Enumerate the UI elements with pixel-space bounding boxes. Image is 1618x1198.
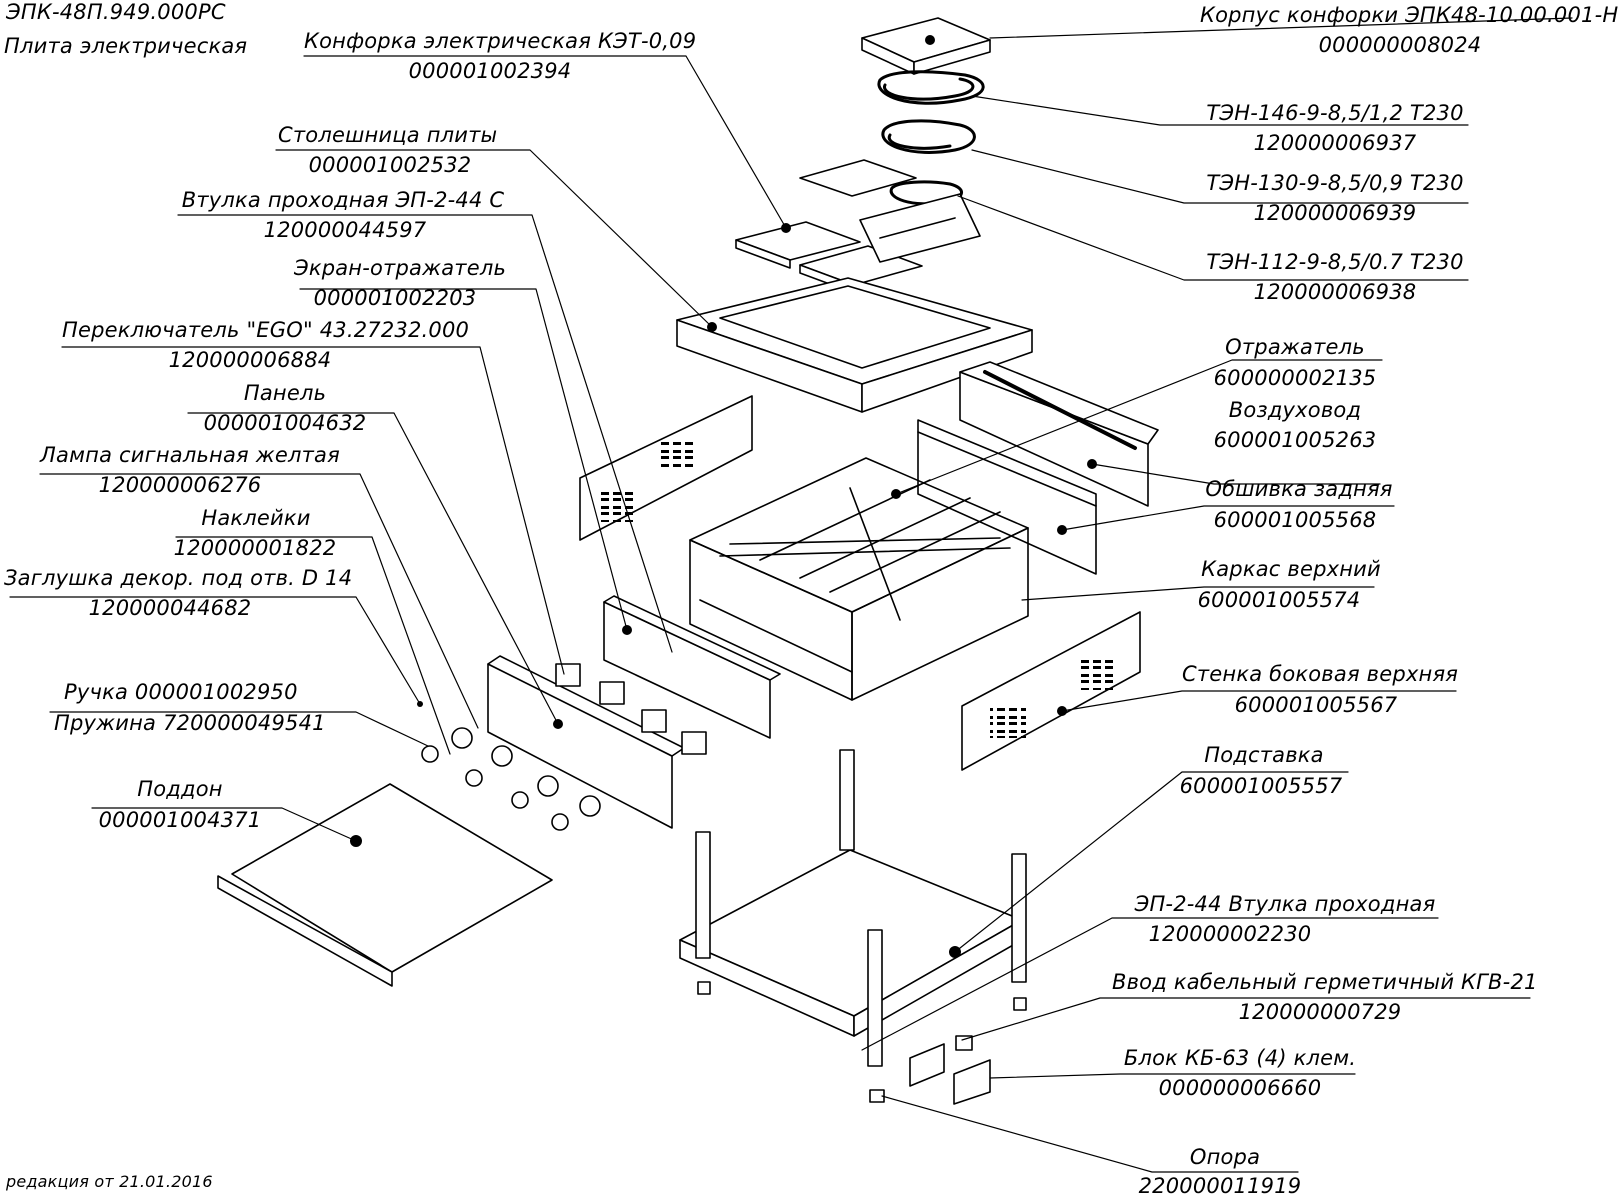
- code-decor-plug: 120000044682: [88, 596, 252, 620]
- label-bushing-ep: ЭП-2-44 Втулка проходная: [1134, 892, 1436, 916]
- side-panel-right: [961, 611, 1141, 771]
- code-cable-gland: 120000000729: [1238, 1000, 1402, 1024]
- heating-element-130: [881, 119, 976, 154]
- code-stand: 600001005557: [1179, 774, 1343, 798]
- document-code: ЭПК-48П.949.000РС: [6, 0, 226, 24]
- code-electric-burner: 000001002394: [408, 59, 572, 83]
- label-decor-plug: Заглушка декор. под отв. D 14: [4, 566, 353, 590]
- label-signal-lamp: Лампа сигнальная желтая: [40, 443, 340, 467]
- code-terminal-block: 000000006660: [1158, 1076, 1322, 1100]
- reflector-screen-part: [603, 595, 781, 739]
- label-upper-frame: Каркас верхний: [1201, 557, 1381, 581]
- code-heater-146: 120000006937: [1253, 131, 1417, 155]
- label-side-wall: Стенка боковая верхняя: [1182, 662, 1459, 686]
- burner-plates: [735, 159, 981, 294]
- upper-frame-part: [689, 457, 1029, 701]
- label-air-duct: Воздуховод: [1228, 398, 1362, 422]
- stand-part: [679, 749, 1027, 1103]
- label-heater-146: ТЭН-146-9-8,5/1,2 Т230: [1206, 101, 1464, 125]
- label-reflector-screen: Экран-отражатель: [293, 256, 507, 280]
- terminal-block-part: [909, 1035, 991, 1105]
- code-switch: 120000006884: [168, 348, 332, 372]
- label-stickers: Наклейки: [201, 506, 311, 530]
- code-tray: 000001004371: [98, 808, 262, 832]
- code-burner-housing: 000000008024: [1318, 33, 1482, 57]
- label-burner-housing: Корпус конфорки ЭПК48-10.00.001-Н: [1200, 3, 1618, 27]
- code-worktop: 000001002532: [308, 153, 472, 177]
- code-air-duct: 600001005263: [1213, 428, 1377, 452]
- label-heater-130: ТЭН-130-9-8,5/0,9 Т230: [1206, 171, 1464, 195]
- code-heater-112: 120000006938: [1253, 280, 1417, 304]
- code-bushing: 120000044597: [263, 218, 427, 242]
- heating-element-146: [877, 70, 985, 105]
- tray-part: [217, 783, 553, 987]
- code-signal-lamp: 120000006276: [98, 473, 262, 497]
- code-reflector-screen: 000001002203: [313, 286, 477, 310]
- label-electric-burner: Конфорка электрическая КЭТ-0,09: [304, 29, 697, 53]
- code-stickers: 120000001822: [173, 536, 337, 560]
- label-terminal-block: Блок КБ-63 (4) клем.: [1123, 1046, 1357, 1070]
- label-tray: Поддон: [137, 777, 223, 801]
- label-reflector: Отражатель: [1225, 335, 1365, 359]
- knobs: [421, 727, 601, 831]
- label-knob: Ручка 000001002950: [64, 680, 298, 704]
- burner-housing-part: [861, 17, 991, 75]
- code-upper-frame: 600001005574: [1197, 588, 1361, 612]
- side-panel-left: [579, 395, 753, 541]
- code-foot: 220000011919: [1138, 1174, 1302, 1198]
- rear-cladding-part: [917, 419, 1097, 575]
- label-rear-cladding: Обшивка задняя: [1205, 477, 1393, 501]
- label-bushing: Втулка проходная ЭП-2-44 С: [181, 188, 505, 212]
- label-stand: Подставка: [1204, 743, 1324, 767]
- switch-blocks: [555, 663, 707, 755]
- code-heater-130: 120000006939: [1253, 201, 1417, 225]
- label-worktop: Столешница плиты: [278, 123, 498, 147]
- revision-note: редакция от 21.01.2016: [6, 1172, 213, 1191]
- label-cable-gland: Ввод кабельный герметичный КГВ-21: [1112, 970, 1538, 994]
- air-duct-part: [959, 361, 1159, 507]
- code-reflector: 600000002135: [1213, 366, 1377, 390]
- label-spring: Пружина 720000049541: [54, 711, 326, 735]
- leader-dots: [350, 35, 1097, 958]
- document-title: Плита электрическая: [4, 34, 248, 58]
- code-bushing-ep: 120000002230: [1148, 922, 1312, 946]
- leader-lines: [9, 17, 1573, 1173]
- code-panel: 000001004632: [203, 411, 367, 435]
- code-rear-cladding: 600001005568: [1213, 508, 1377, 532]
- code-side-wall: 600001005567: [1234, 693, 1398, 717]
- worktop-part: [676, 277, 1033, 413]
- label-panel: Панель: [243, 381, 327, 405]
- label-foot: Опора: [1189, 1145, 1261, 1169]
- label-heater-112: ТЭН-112-9-8,5/0.7 Т230: [1206, 250, 1464, 274]
- label-switch: Переключатель "EGO" 43.27232.000: [62, 318, 470, 342]
